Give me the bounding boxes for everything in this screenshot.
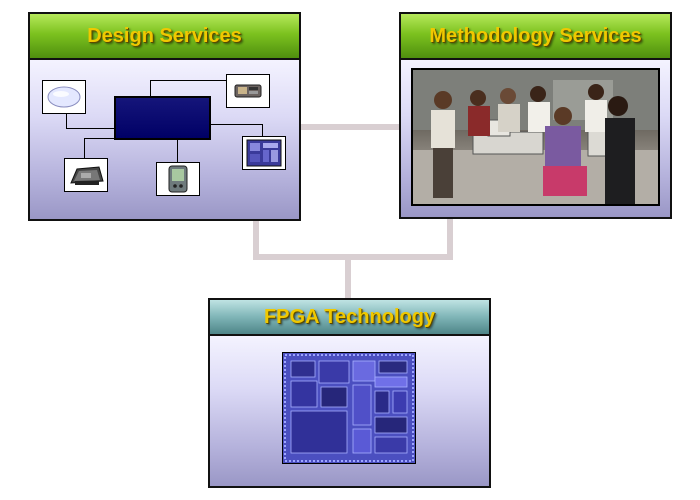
handheld-device-icon (234, 84, 262, 98)
methodology-services-panel: Methodology Services (399, 12, 672, 219)
fpga-chip-die-icon (283, 353, 415, 463)
design-services-body (30, 60, 299, 219)
circuit-board-device (242, 136, 286, 170)
design-services-title: Design Services (87, 24, 242, 47)
connector-design-down (253, 219, 259, 257)
connector-design-to-methodology (300, 124, 400, 130)
fpga-technology-title: FPGA Technology (263, 305, 436, 328)
methodology-services-body (401, 60, 670, 217)
telephone-device (64, 158, 108, 192)
disc-icon (47, 86, 81, 108)
wire (150, 80, 151, 96)
fpga-technology-header: FPGA Technology (210, 300, 489, 336)
handheld-device (226, 74, 270, 108)
pda-icon (168, 165, 188, 193)
central-system-box (114, 96, 211, 140)
circuit-board-icon (246, 139, 282, 167)
fpga-technology-panel: FPGA Technology (208, 298, 491, 488)
wire (262, 124, 263, 136)
connector-to-fpga (345, 258, 351, 300)
pda-device (156, 162, 200, 196)
connector-horizontal-bar (253, 254, 453, 260)
connector-methodology-down (447, 217, 453, 257)
fpga-technology-body (210, 336, 489, 486)
fpga-chip-die (282, 352, 416, 464)
wire (209, 124, 262, 125)
meeting-photo (411, 68, 660, 206)
wire (84, 138, 85, 158)
wire (84, 138, 116, 139)
wire (177, 138, 178, 162)
meeting-photo-image (413, 70, 658, 204)
wire (66, 128, 116, 129)
design-services-header: Design Services (30, 14, 299, 60)
methodology-services-header: Methodology Services (401, 14, 670, 60)
wire (150, 80, 226, 81)
design-services-panel: Design Services (28, 12, 301, 221)
methodology-services-title: Methodology Services (429, 24, 642, 47)
wire (66, 108, 67, 128)
disc-device (42, 80, 86, 114)
telephone-icon (70, 166, 104, 185)
